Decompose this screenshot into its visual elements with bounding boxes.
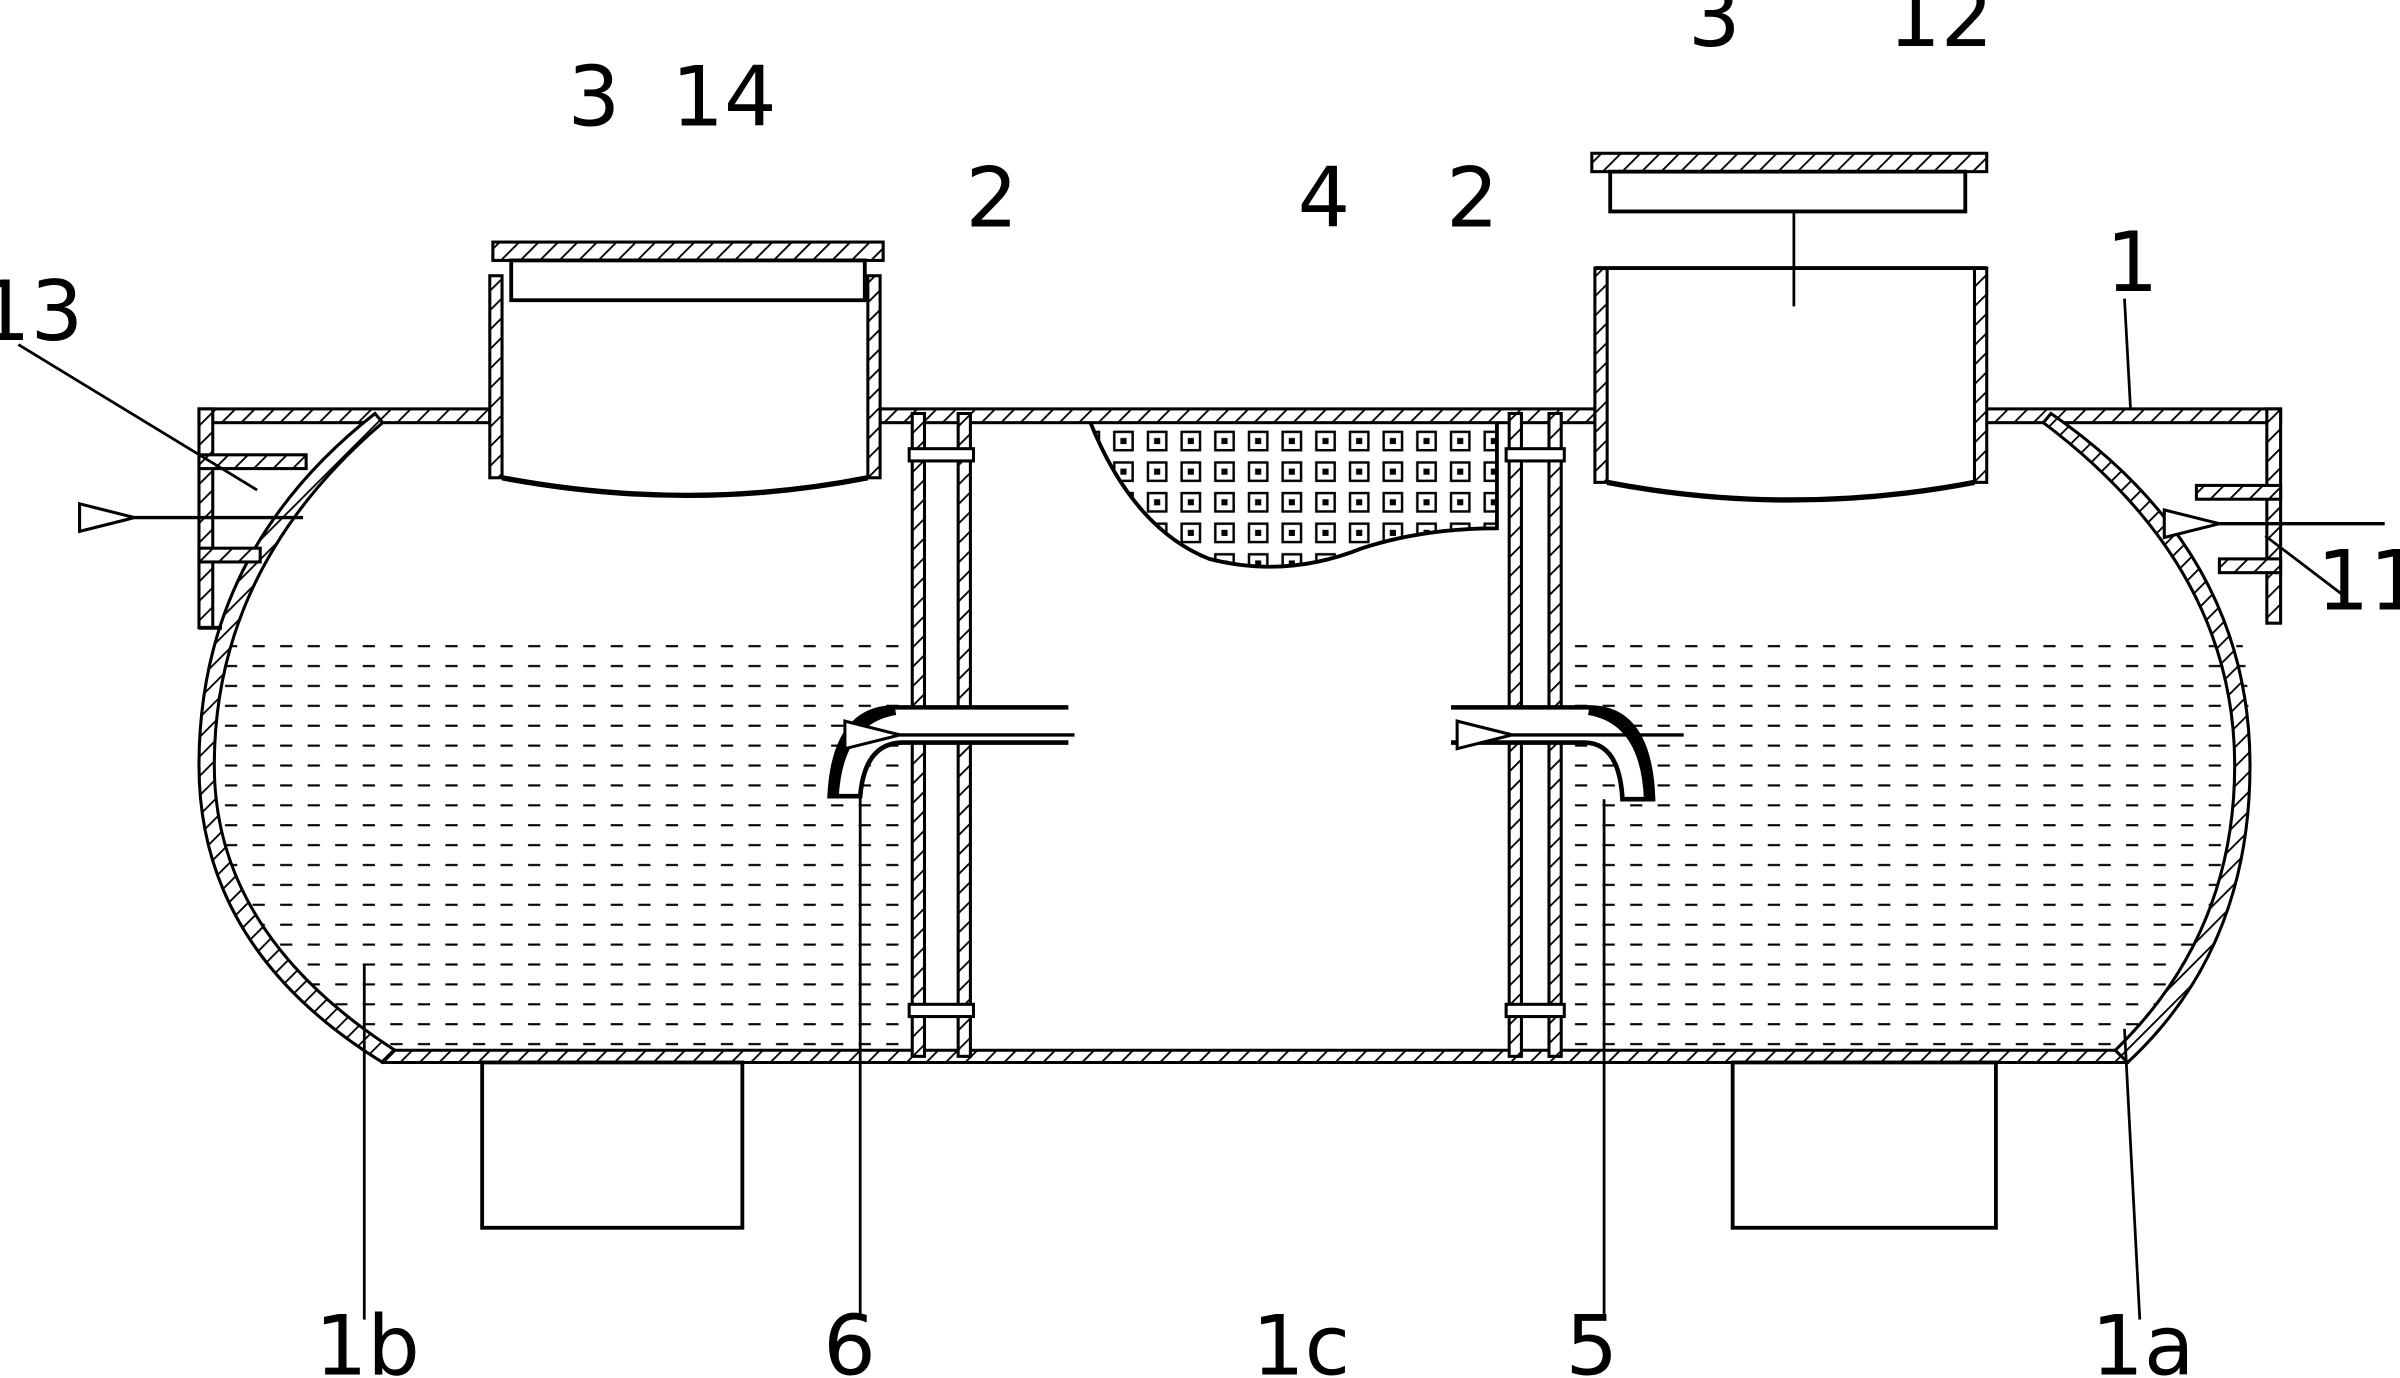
inlet-pipe	[2194, 407, 2283, 625]
water-chamber-1a	[1558, 627, 2250, 1057]
label-12: 12	[1888, 0, 1993, 66]
manhole-12	[1593, 266, 1989, 503]
label-3-right: 3	[1688, 0, 1741, 66]
label-14: 14	[671, 50, 776, 146]
manhole-14	[488, 274, 882, 499]
label-2-right: 2	[1446, 151, 1499, 247]
label-6: 6	[823, 1299, 876, 1378]
filter-media	[1086, 419, 1499, 569]
lid-right	[1590, 151, 1989, 214]
label-1a: 1a	[2091, 1299, 2194, 1378]
label-3-left: 3	[568, 50, 621, 146]
label-2-left: 2	[966, 151, 1019, 247]
label-1b: 1b	[315, 1299, 420, 1378]
label-4: 4	[1298, 151, 1351, 247]
label-1: 1	[2106, 215, 2159, 311]
label-1c: 1c	[1252, 1299, 1350, 1378]
lid-left	[491, 240, 885, 303]
support-base-right	[1730, 1060, 1998, 1230]
label-11: 11	[2317, 533, 2400, 629]
label-13: 13	[0, 264, 83, 360]
label-5: 5	[1566, 1299, 1619, 1378]
leader-lines	[17, 211, 2343, 1320]
support-base-left	[480, 1060, 745, 1230]
water-chamber-1b	[206, 630, 919, 1057]
